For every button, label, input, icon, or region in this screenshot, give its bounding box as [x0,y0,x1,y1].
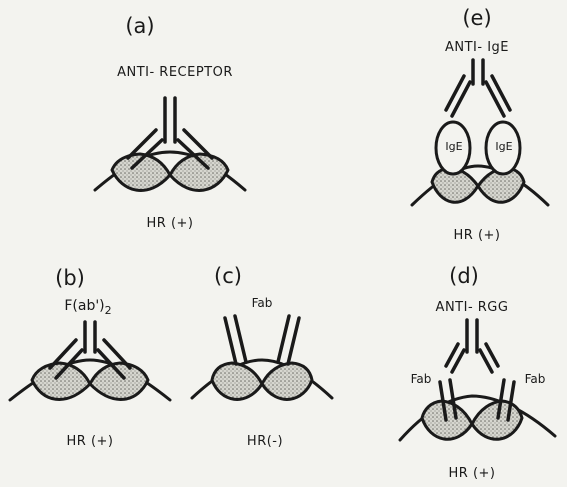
panel-b-result: HR (+) [67,434,114,449]
panel-c-title: Fab [252,296,273,310]
anti-rgg-antibody [446,320,498,372]
anti-ige-antibody [446,60,510,116]
receptor-right-c [262,363,312,399]
panel-c-diagram [192,316,332,399]
fab2-fragment [50,322,130,378]
receptor-right-b [90,363,148,399]
panel-e-result: HR (+) [454,228,501,243]
panel-b-diagram [10,322,170,400]
panel-d-fab-left-label: Fab [411,372,432,386]
panel-b-title-sub: 2 [105,304,112,317]
panel-e-title: ANTI- IgE [445,40,509,55]
ige-right-label: IgE [495,140,512,153]
receptor-right-d [472,401,522,439]
panel-d-letter: (d) [449,264,479,288]
panel-c-letter: (c) [214,264,242,288]
panel-b-title-main: F(ab') [64,298,104,314]
panel-b-letter: (b) [55,266,85,290]
ige-left-label: IgE [445,140,462,153]
fab-right [278,316,299,364]
fab-left [225,316,246,364]
panel-d-result: HR (+) [449,466,496,481]
panel-e-diagram [412,60,548,205]
receptor-left-c [212,363,262,399]
panel-a-title: ANTI- RECEPTOR [117,65,233,80]
panel-c-result: HR(-) [247,434,283,449]
receptor-left-b [32,363,90,399]
panel-a-letter: (a) [125,14,154,38]
panel-e-letter: (e) [462,6,491,30]
panel-a-diagram [95,98,245,190]
panel-b-title: F(ab')2 [64,298,111,317]
panel-a-result: HR (+) [147,216,194,231]
panel-d-fab-right-label: Fab [525,372,546,386]
panel-d-title: ANTI- RGG [436,300,509,315]
